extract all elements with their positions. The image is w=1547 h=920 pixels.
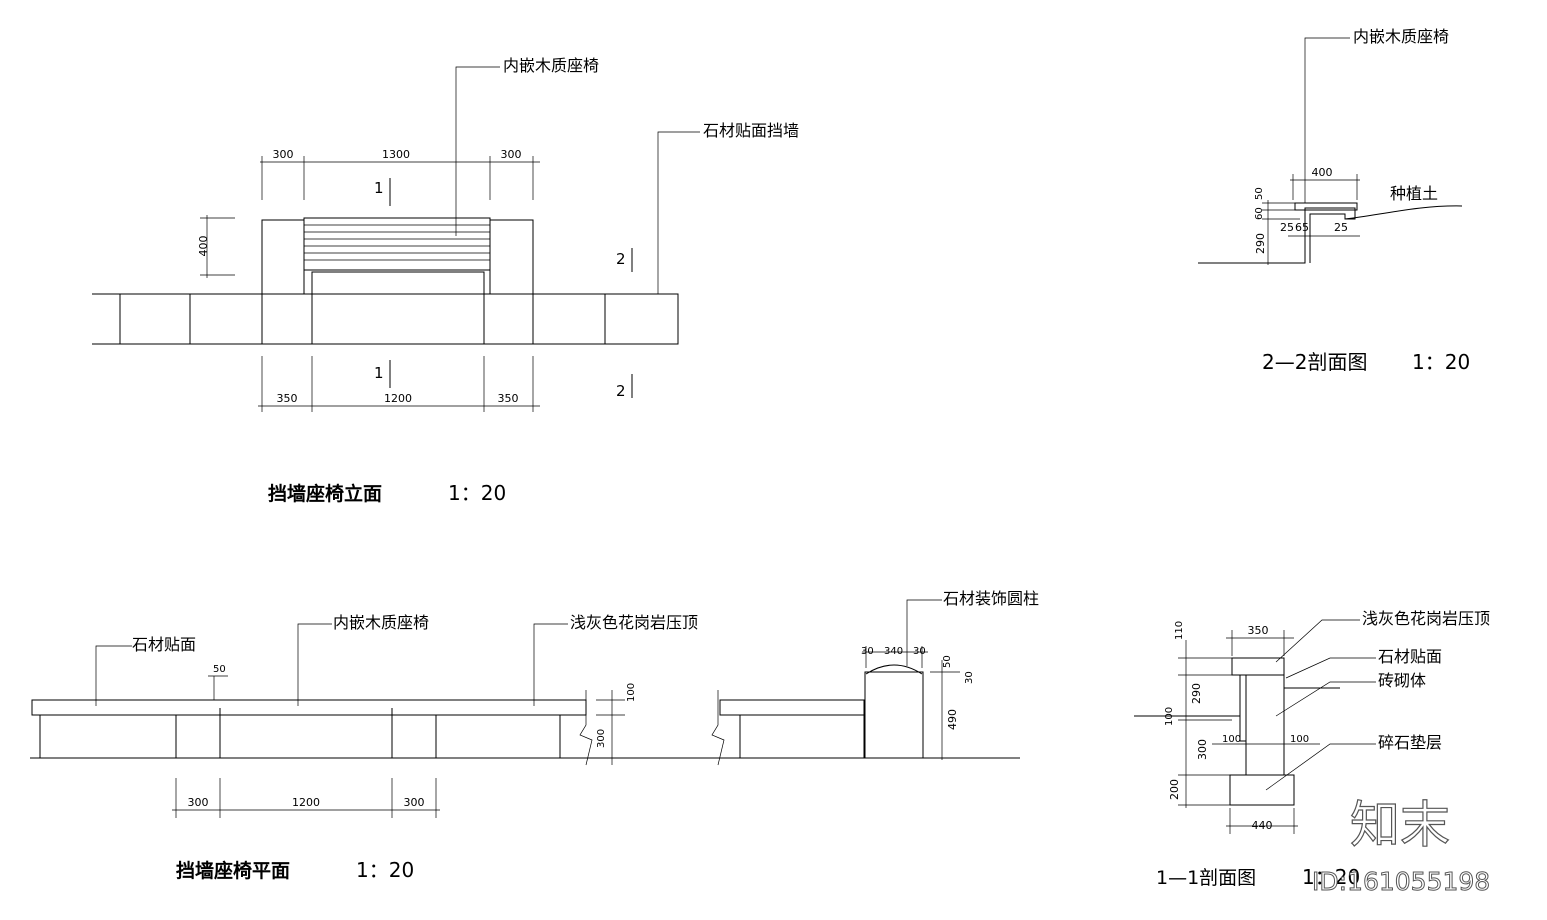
dim-22-60: 60 [1254, 207, 1265, 220]
label-elev-seat: 内嵌木质座椅 [503, 56, 599, 75]
dim-plan-300b: 300 [404, 796, 425, 809]
dim-col-50: 50 [942, 655, 953, 668]
elevation-view: 300 1300 300 400 350 1200 350 1 1 2 2 内嵌… [92, 56, 799, 505]
dim-plan-300a: 300 [188, 796, 209, 809]
label-22-soil: 种植土 [1390, 184, 1438, 203]
dim-11-100a: 100 [1222, 734, 1241, 745]
section-11-facing [1239, 674, 1247, 742]
dim-height-400: 400 [197, 236, 210, 257]
dim-22-65: 65 [1295, 221, 1309, 234]
dim-plan-300: 300 [596, 729, 607, 748]
dim-22-25b: 25 [1334, 221, 1348, 234]
label-plan-cap: 浅灰色花岗岩压顶 [570, 613, 698, 632]
dim-11-100b: 100 [1290, 734, 1309, 745]
section-22-scale: 1：20 [1412, 350, 1470, 374]
wall-block [119, 293, 679, 345]
section-11-brick [1245, 674, 1285, 776]
dim-col-490: 490 [946, 709, 959, 730]
dim-top-1: 300 [273, 148, 294, 161]
section-mark-2-top: 2 [616, 250, 626, 268]
dim-11-350: 350 [1248, 624, 1269, 637]
dim-plan-50: 50 [213, 664, 226, 675]
section-11-cap [1231, 657, 1285, 676]
plan-cap [31, 699, 587, 716]
plan-stone-base [39, 714, 561, 759]
label-11-brick: 砖砌体 [1378, 671, 1426, 690]
watermark-brand: 知末 [1350, 796, 1450, 854]
dim-top-3: 300 [501, 148, 522, 161]
wood-seat [303, 217, 491, 271]
dim-bottom-3: 350 [498, 392, 519, 405]
label-plan-column: 石材装饰圆柱 [943, 589, 1039, 608]
plan-view: 300 1200 300 50 100 300 30 340 30 50 30 … [30, 589, 1039, 882]
dim-bottom-1: 350 [277, 392, 298, 405]
elevation-title: 挡墙座椅立面 [268, 482, 382, 505]
section-2-2: 内嵌木质座椅 400 50 60 290 25 65 25 种植土 2—2剖面图… [1198, 27, 1470, 374]
label-11-cap: 浅灰色花岗岩压顶 [1362, 609, 1490, 628]
dim-col-340: 340 [884, 646, 903, 657]
watermark: 知末 ID:161055198 [1312, 795, 1491, 896]
pier-right [489, 219, 534, 295]
label-elev-wall: 石材贴面挡墙 [703, 121, 799, 140]
plan-scale: 1：20 [356, 858, 414, 882]
dim-plan-1200: 1200 [292, 796, 320, 809]
dim-col-30a: 30 [861, 646, 874, 657]
label-22-seat: 内嵌木质座椅 [1353, 27, 1449, 46]
dim-22-400: 400 [1312, 166, 1333, 179]
dim-22-25a: 25 [1280, 221, 1294, 234]
plan-title: 挡墙座椅平面 [176, 859, 290, 882]
dim-11-300: 300 [1196, 739, 1209, 760]
dim-11-440: 440 [1252, 819, 1273, 832]
dim-plan-100: 100 [626, 683, 637, 702]
section-11-scale: 1：20 [1302, 865, 1360, 889]
dim-col-30b: 30 [913, 646, 926, 657]
stone-panel [311, 271, 485, 345]
dim-22-50: 50 [1254, 187, 1265, 200]
section-11-footing [1229, 774, 1295, 806]
stone-column [864, 671, 924, 759]
dim-11-200: 200 [1168, 779, 1181, 800]
label-plan-seat: 内嵌木质座椅 [333, 613, 429, 632]
dim-11-100-left: 100 [1164, 707, 1175, 726]
section-11-title: 1—1剖面图 [1156, 867, 1256, 889]
section-mark-1-bottom: 1 [374, 364, 384, 382]
label-11-gravel: 碎石垫层 [1378, 733, 1442, 752]
label-plan-facing: 石材贴面 [132, 635, 196, 654]
dim-22-290: 290 [1254, 233, 1267, 254]
dim-col-30: 30 [964, 671, 975, 684]
dim-top-2: 1300 [382, 148, 410, 161]
section-22-title: 2—2剖面图 [1262, 350, 1367, 374]
pier-left [261, 219, 305, 295]
dim-11-290: 290 [1190, 683, 1203, 704]
section-mark-1-top: 1 [374, 179, 384, 197]
dim-11-110: 110 [1174, 621, 1185, 640]
elevation-scale: 1：20 [448, 481, 506, 505]
label-11-facing: 石材贴面 [1378, 647, 1442, 666]
section-1-1: 350 440 110 290 300 200 100 100 100 浅灰色花… [1134, 609, 1490, 889]
dim-bottom-2: 1200 [384, 392, 412, 405]
section-mark-2-bottom: 2 [616, 382, 626, 400]
watermark-id: ID:161055198 [1312, 867, 1490, 896]
